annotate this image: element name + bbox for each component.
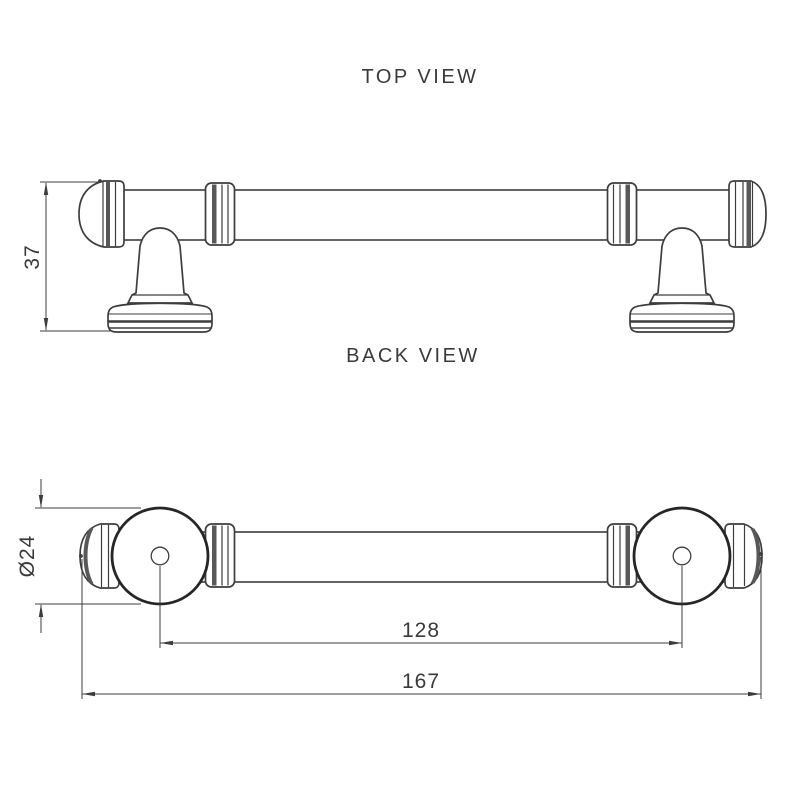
left-base-disc [107,302,213,333]
left-tangent-dot [79,554,83,558]
right-collar-back-shade-band [625,525,630,586]
right-cap-shade-band [746,182,751,246]
left-collar-back-shade-band [212,525,217,586]
right-base-disc [629,302,735,333]
right-screw-hole [672,546,692,566]
right-collar-shade-band [625,184,630,244]
dim-37-arrow-down [43,318,49,331]
left-screw-hole [150,546,170,566]
dim-128-arrow-left [160,640,173,646]
dim-37-arrow-up [43,182,49,195]
top-view-title: TOP VIEW [361,66,478,88]
left-end-cap-back-view [79,523,120,589]
dimension-167: 167 [81,557,762,699]
left-cap-back-shade-band [83,528,94,584]
dimension-diameter-24: Ø24 [16,479,141,633]
dimension-128: 128 [159,566,683,648]
dim-24-arrow-down [38,495,44,508]
right-post [648,227,716,304]
right-collar-back-view [606,523,638,588]
left-post [126,227,194,304]
dim-37-value: 37 [21,244,44,269]
top-view: TOP VIEW [21,66,767,333]
right-collar-top-view [606,182,638,246]
dimension-37: 37 [21,181,113,332]
left-end-cap-top-view [78,180,125,248]
dim-167-arrow-left [82,691,95,697]
back-view: BACK VIEW [16,345,763,699]
left-collar-shade-band [212,184,217,244]
back-view-title: BACK VIEW [346,345,480,367]
dim-167-arrow-right [748,691,761,697]
dim-24-value: Ø24 [16,535,39,578]
left-collar-top-view [204,182,236,246]
dim-24-arrow-up [38,604,44,617]
right-cap-back-shade-band [750,528,761,584]
dim-167-value: 167 [402,670,440,693]
left-collar-back-view [204,523,236,588]
right-end-cap-back-view [724,523,763,589]
top-view-handle [78,179,767,333]
back-view-handle [79,506,763,606]
handle-bar-top-view [103,189,738,241]
dim-128-arrow-right [669,640,682,646]
left-cap-shade-band [106,182,110,246]
right-tangent-dot [759,552,763,556]
dim-128-value: 128 [402,619,440,642]
